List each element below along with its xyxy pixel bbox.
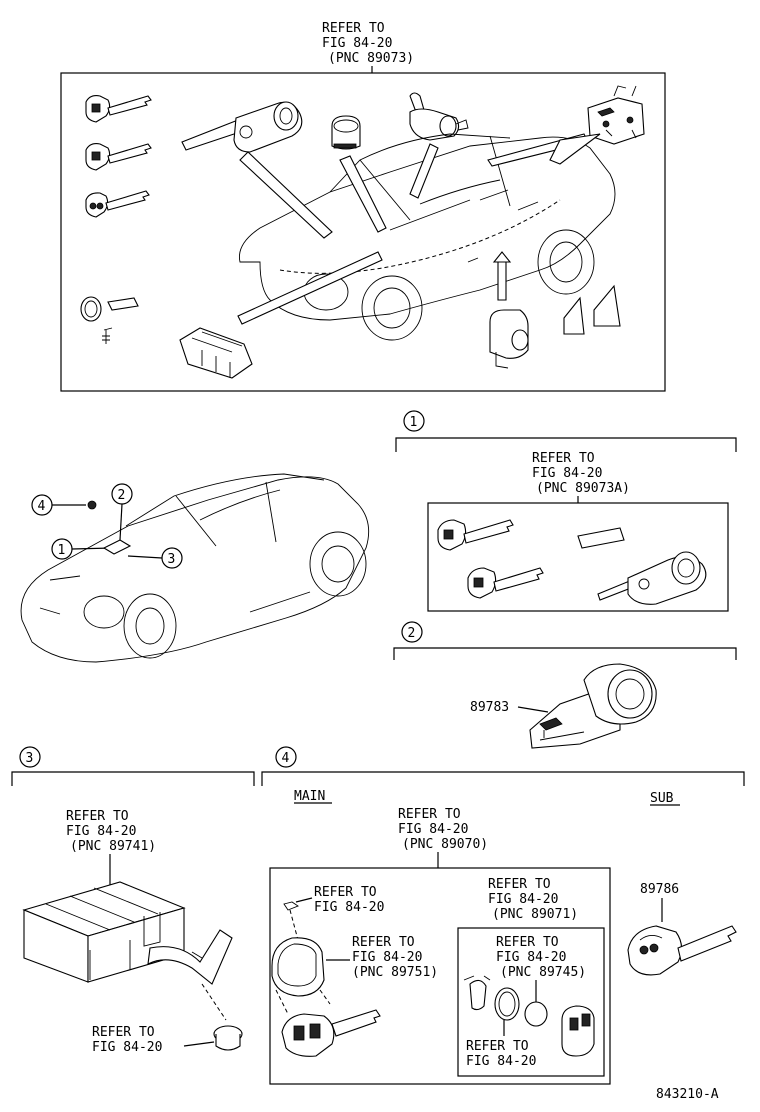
s4-module-box <box>457 927 605 1077</box>
s4-ring-refer-line1: REFER TO <box>466 1039 529 1054</box>
top-screw <box>102 327 113 344</box>
s4-module-refer-line1: REFER TO <box>488 877 551 892</box>
s4-screw <box>283 901 299 911</box>
svg-text:2: 2 <box>408 626 416 641</box>
s4-refer-line1: REFER TO <box>398 807 461 822</box>
s4-main-key <box>281 1009 381 1057</box>
section-2-header: 2 <box>393 621 737 660</box>
top-trim-2 <box>593 284 621 327</box>
s1-refer-line3: (PNC 89073A) <box>536 481 630 496</box>
s4-refer-line2: FIG 84-20 <box>398 822 468 837</box>
s1-refer-line1: REFER TO <box>532 451 595 466</box>
s4-case-refer-line2: FIG 84-20 <box>352 950 422 965</box>
svg-text:1: 1 <box>410 415 418 430</box>
s1-key-1 <box>437 519 514 551</box>
top-arrow-5 <box>549 133 601 165</box>
top-arrow-3 <box>409 143 439 199</box>
top-key-2 <box>85 143 152 171</box>
top-arrow-6 <box>237 251 383 325</box>
s4-module-refer-line3: (PNC 89071) <box>492 907 578 922</box>
s1-key-2 <box>467 567 544 599</box>
top-door-lock-cylinder <box>489 309 529 369</box>
s2-part-number: 89783 <box>470 700 509 715</box>
s4-case-refer-line3: (PNC 89751) <box>352 965 438 980</box>
s1-pad <box>577 527 625 549</box>
top-key-1 <box>85 95 152 123</box>
s4-ring-refer-line2: FIG 84-20 <box>466 1054 536 1069</box>
callout-1: 1 <box>51 538 113 560</box>
s4-battery-refer-line3: (PNC 89745) <box>500 965 586 980</box>
top-arrow-7 <box>497 259 507 301</box>
s1-parts-box <box>427 502 729 612</box>
middle-car-illustration <box>20 473 370 663</box>
top-ignition-cylinder <box>181 101 303 153</box>
top-refer-line1: REFER TO <box>322 21 385 36</box>
s4-module-parts <box>463 975 595 1057</box>
s4-main-box <box>269 867 611 1085</box>
top-ring <box>80 296 102 322</box>
top-refer-line3: (PNC 89073) <box>328 51 414 66</box>
svg-text:2: 2 <box>118 488 126 503</box>
s4-sub-key <box>627 925 737 976</box>
s4-sub-part-number: 89786 <box>640 882 679 897</box>
s3-refer-line2: FIG 84-20 <box>66 824 136 839</box>
section-4-header: 4 <box>261 746 745 786</box>
callout-3: 3 <box>127 547 183 569</box>
svg-text:3: 3 <box>168 552 176 567</box>
s3-refer-line3: (PNC 89741) <box>70 839 156 854</box>
s3-refer-line1: REFER TO <box>66 809 129 824</box>
s4-screw-refer-line2: FIG 84-20 <box>314 900 384 915</box>
s4-battery <box>524 1001 548 1027</box>
s2-ignition-switch <box>529 663 657 749</box>
top-receiver-module <box>179 327 253 379</box>
section-3-header: 3 <box>11 746 255 786</box>
s4-case-refer-line1: REFER TO <box>352 935 415 950</box>
svg-text:3: 3 <box>26 751 34 766</box>
top-trim-1 <box>563 296 585 335</box>
s3-bracket <box>147 929 233 985</box>
top-refer-line2: FIG 84-20 <box>322 36 392 51</box>
callout-2: 2 <box>111 483 133 541</box>
top-refer-label: REFER TO FIG 84-20 (PNC 89073) <box>322 21 414 66</box>
s4-sub-label: SUB <box>650 791 674 806</box>
s4-key-case <box>271 937 325 997</box>
s4-module-refer-line2: FIG 84-20 <box>488 892 558 907</box>
top-parts-box <box>60 72 666 392</box>
top-arrow-2 <box>339 155 387 233</box>
top-arrow-1 <box>239 151 333 239</box>
s4-main-label: MAIN <box>294 789 325 804</box>
top-door-cylinder <box>331 115 361 150</box>
s3-clip-refer-line2: FIG 84-20 <box>92 1040 162 1055</box>
section-1-header: 1 <box>395 410 737 452</box>
s4-battery-refer-line1: REFER TO <box>496 935 559 950</box>
top-car-illustration <box>238 133 616 341</box>
svg-text:1: 1 <box>58 543 66 558</box>
s1-refer-line2: FIG 84-20 <box>532 466 602 481</box>
top-pad <box>107 297 139 311</box>
svg-text:4: 4 <box>38 499 46 514</box>
s3-receiver-module <box>22 881 186 983</box>
s4-refer-line3: (PNC 89070) <box>402 837 488 852</box>
top-lock-assembly <box>587 85 645 145</box>
top-trunk-cylinder <box>409 92 469 141</box>
figure-code: 843210-A <box>656 1087 719 1102</box>
top-key-3 <box>85 190 150 218</box>
s4-battery-refer-line2: FIG 84-20 <box>496 950 566 965</box>
s4-screw-refer-line1: REFER TO <box>314 885 377 900</box>
s3-clip-refer-line1: REFER TO <box>92 1025 155 1040</box>
svg-text:4: 4 <box>282 751 290 766</box>
s1-ignition-cylinder <box>597 551 707 605</box>
callout-4: 4 <box>31 494 97 516</box>
